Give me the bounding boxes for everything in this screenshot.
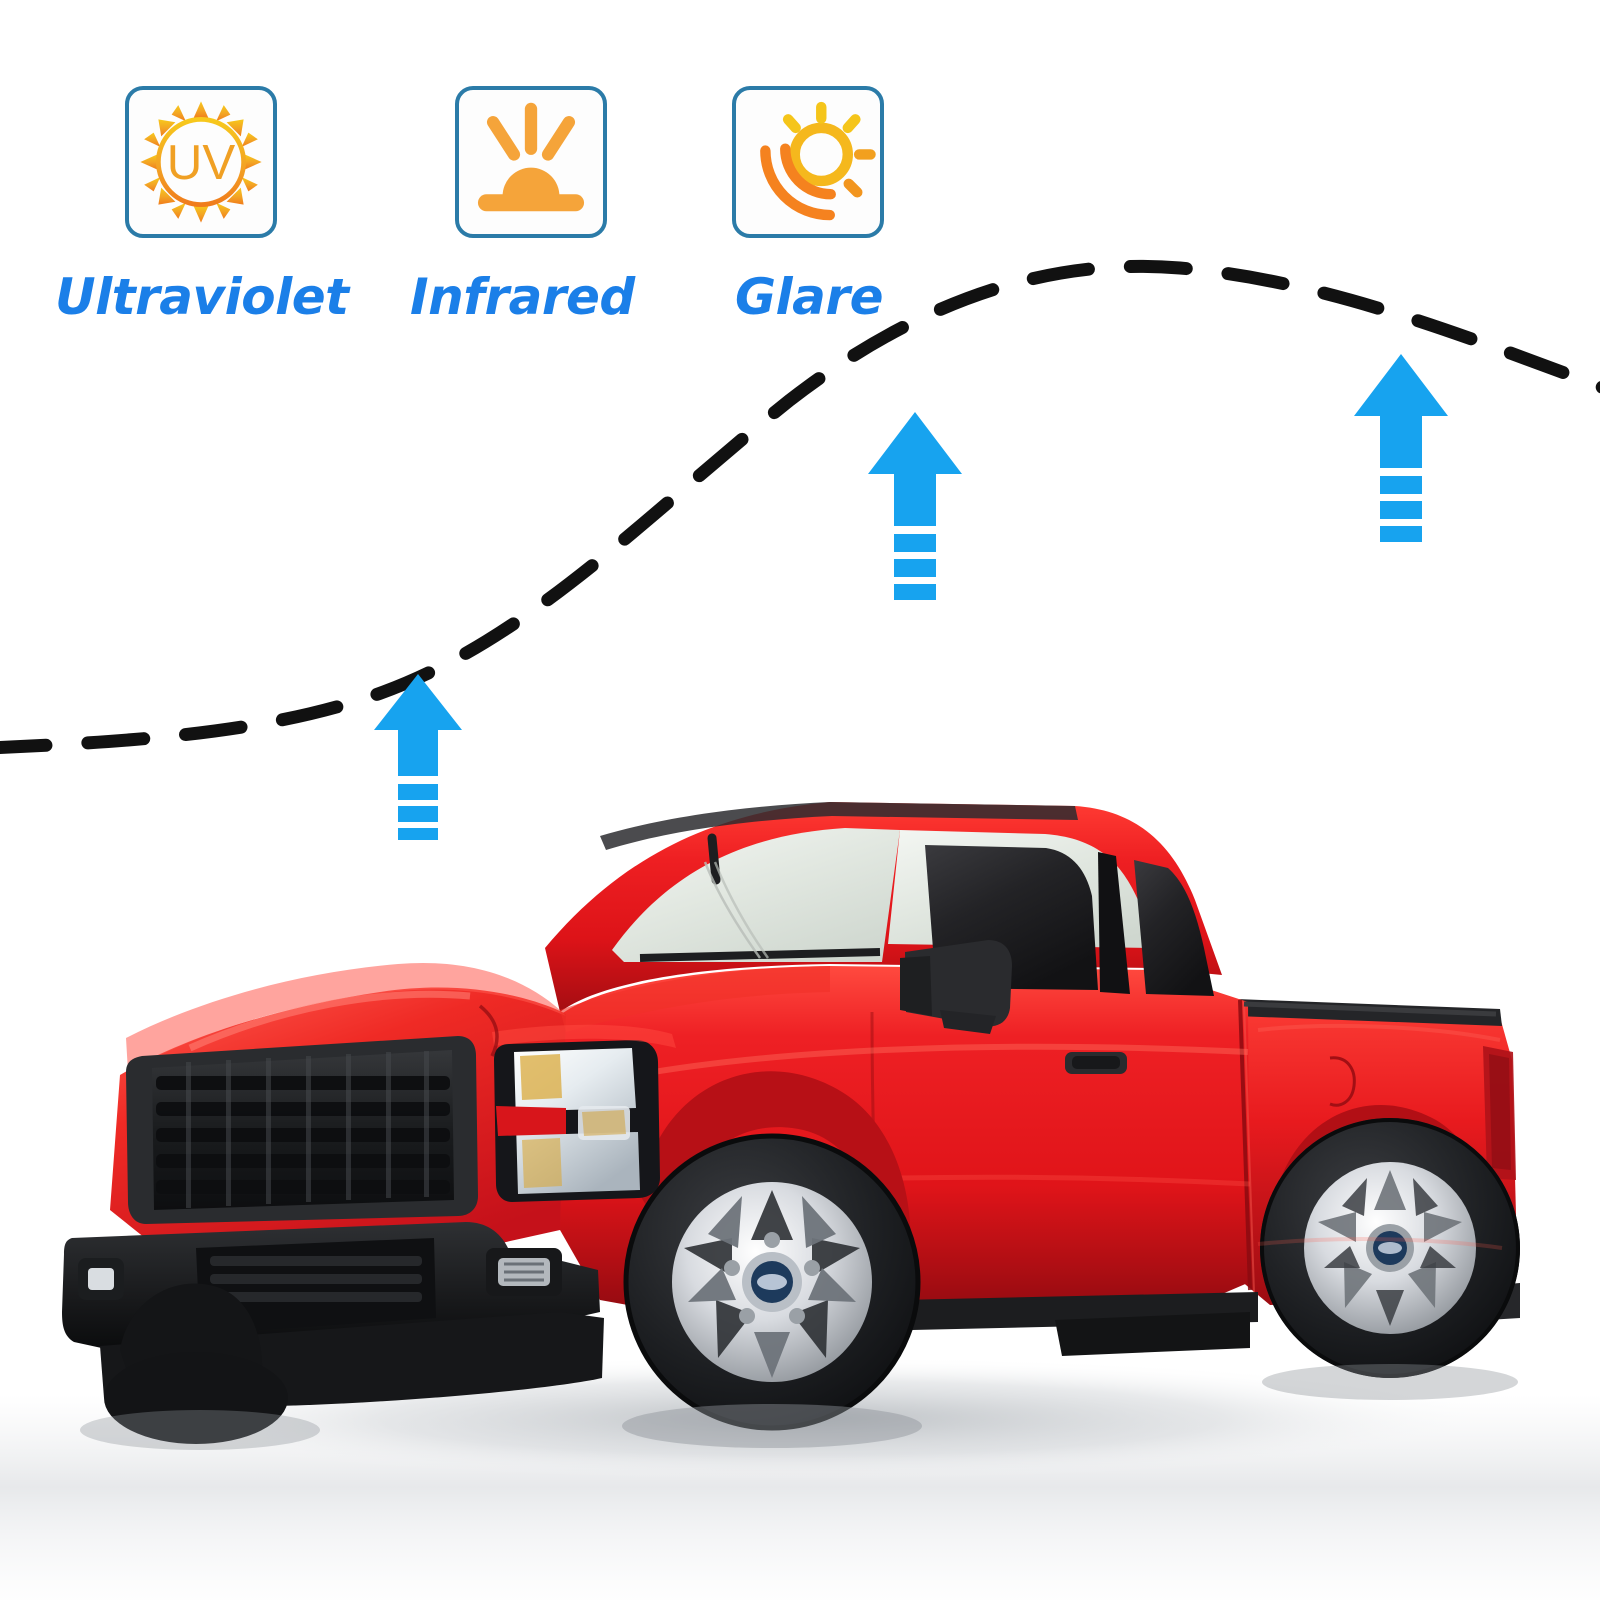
infrared-label: Infrared: [410, 268, 635, 326]
infrared-sunrise-icon: [477, 102, 585, 212]
uv-icon-text: UV: [167, 135, 236, 190]
glare-label: Glare: [735, 268, 884, 326]
reflected-ray-arrow-right: [1352, 352, 1450, 542]
uv-sun-icon: UV: [140, 101, 262, 223]
reflected-ray-arrow-middle: [866, 410, 964, 600]
uv-label: Ultraviolet: [55, 268, 349, 326]
infrared-badge: [455, 86, 607, 238]
glare-sun-icon: [760, 101, 876, 221]
reflected-ray-arrow-left: [372, 672, 464, 840]
glare-badge: [732, 86, 884, 238]
legend-row: UV: [0, 0, 1600, 340]
uv-badge: UV: [125, 86, 277, 238]
